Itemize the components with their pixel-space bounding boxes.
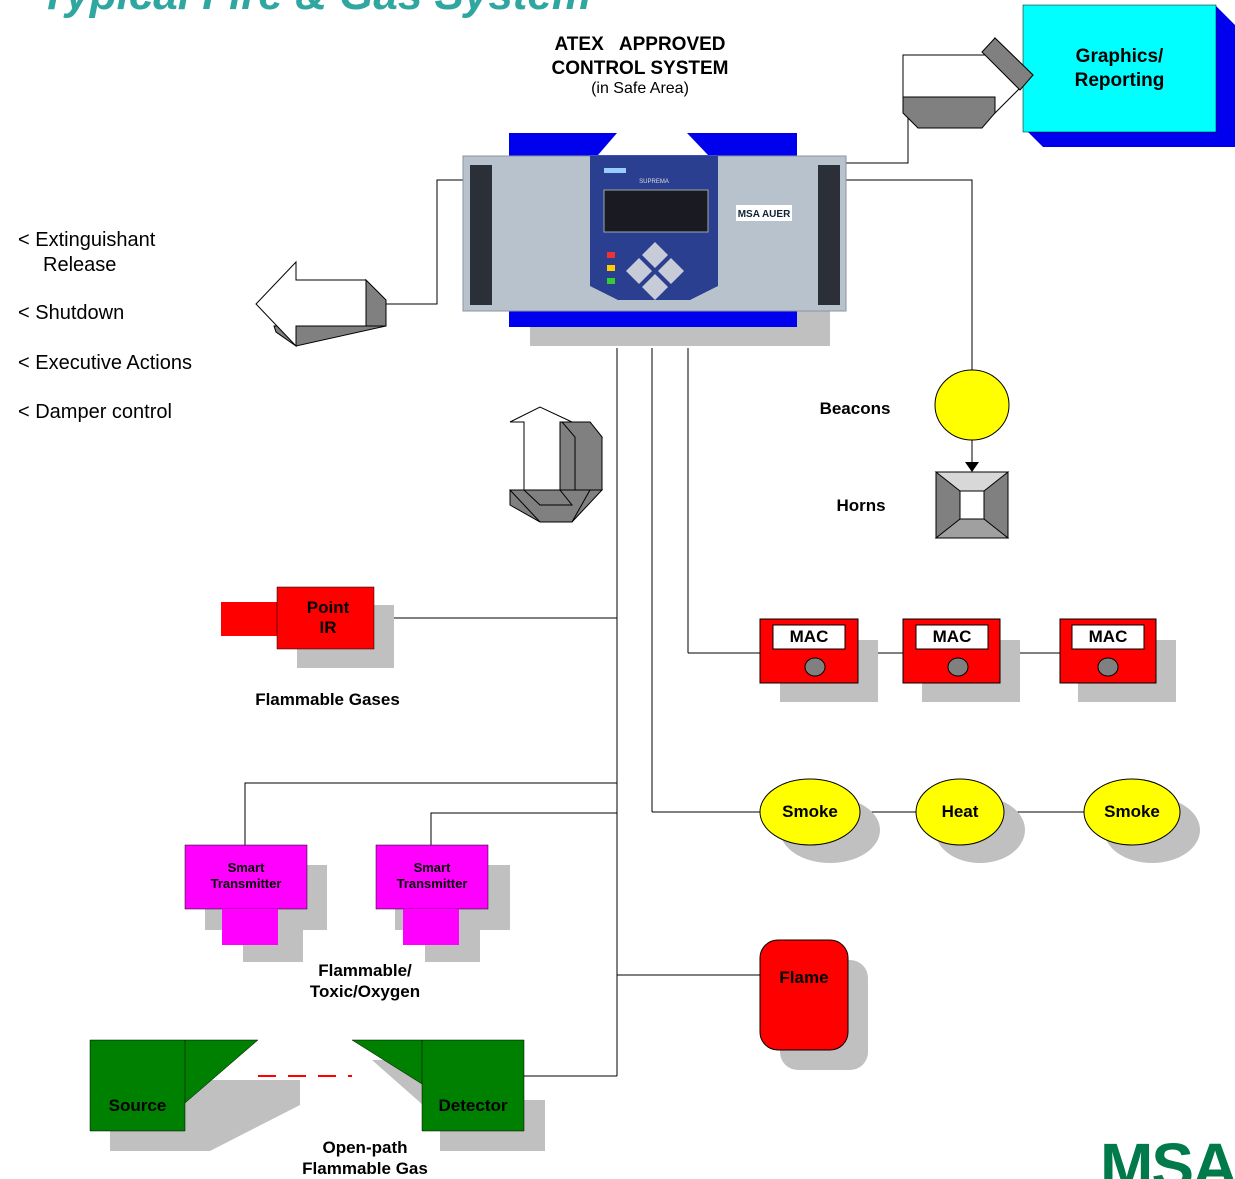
graphics-label-line1: Graphics/ (1075, 46, 1164, 67)
smart-transmitter-1-line1: Smart (227, 860, 265, 875)
line-to-graphics (846, 102, 909, 164)
point-ir-caption: Flammable Gases (255, 690, 400, 709)
point-ir-label: Point IR (277, 594, 379, 642)
arrowhead-icon (965, 462, 979, 472)
open-path-caption-line1: Open-path (322, 1138, 408, 1157)
beacons-label: Beacons (819, 399, 891, 418)
msa-logo: MSA (1094, 1128, 1235, 1179)
key-up-icon (642, 242, 668, 268)
controller-brand-text: SUPREMA (639, 179, 669, 185)
action-executive: < Executive Actions (18, 352, 192, 374)
smoke-heat-detectors (759, 778, 1200, 863)
line-to-actions (386, 179, 463, 305)
controller-logo-plate (736, 205, 792, 221)
controller-led-yellow (607, 265, 615, 271)
controller-rack-left (470, 165, 492, 305)
controller-display (603, 189, 709, 233)
smoke-label-1: Smoke (782, 802, 838, 821)
smart-transmitter-2-line1: Smart (413, 860, 451, 875)
open-path-detector (89, 1039, 545, 1151)
beacon-icon (934, 369, 1010, 441)
controller-subtitle: (in Safe Area) (591, 80, 689, 97)
open-path-caption-line2: Flammable Gas (302, 1159, 428, 1178)
point-ir-detector (221, 586, 394, 668)
smart-transmitters (184, 844, 510, 962)
controller-led-green (607, 278, 615, 284)
smart-transmitter-1-line2: Transmitter (210, 876, 282, 891)
key-left-icon (626, 258, 652, 284)
action-shutdown: < Shutdown (18, 302, 125, 324)
controller-title-line1: ATEX APPROVED (554, 34, 726, 55)
action-extinguishant-line2: Release (43, 254, 117, 276)
control-system-panel: MSA AUER SUPREMA (462, 133, 847, 346)
smart-transmitter-label-1: Smart Transmitter (185, 858, 307, 894)
key-down-icon (642, 274, 668, 300)
mac-label-3: MAC (1088, 627, 1128, 646)
detector-label: Detector (438, 1096, 508, 1115)
point-ir-label-line1: Point (306, 598, 350, 617)
controller-title-line2: CONTROL SYSTEM (551, 58, 729, 79)
horns-label: Horns (836, 496, 886, 515)
smart-caption-line2: Toxic/Oxygen (309, 982, 421, 1001)
mac-label-2: MAC (932, 627, 972, 646)
controller-led-strip (604, 168, 626, 173)
double-arrow-icon (508, 406, 604, 523)
action-extinguishant-line1: < Extinguishant (18, 229, 156, 251)
controller-logo-text: MSA AUER (738, 209, 791, 220)
key-right-icon (658, 258, 684, 284)
source-label: Source (108, 1096, 167, 1115)
graphics-reporting-box (1022, 4, 1235, 147)
smart-caption-line1: Flammable/ (318, 961, 412, 980)
smoke-label-2: Smoke (1104, 802, 1160, 821)
action-extinguishant: < Extinguishant Release (18, 228, 155, 278)
controller-handle-top (598, 133, 708, 155)
smart-transmitter-label-2: Smart Transmitter (376, 858, 488, 894)
mac-call-points (759, 618, 1176, 702)
point-ir-label-line2: IR (319, 618, 337, 637)
flame-label: Flame (779, 968, 829, 987)
flame-detector (759, 939, 868, 1070)
line-smart2 (430, 812, 617, 845)
arrow-left-icon (255, 260, 387, 348)
action-damper: < Damper control (18, 401, 172, 423)
controller-bottom-bar (509, 310, 797, 327)
page-title: Typical Fire & Gas System (40, 0, 591, 20)
smart-transmitter-2-line2: Transmitter (396, 876, 468, 891)
mac-label-1: MAC (789, 627, 829, 646)
heat-label: Heat (941, 802, 979, 821)
controller-led-red (607, 252, 615, 258)
open-path-caption: Open-path Flammable Gas (260, 1137, 470, 1179)
horn-icon (934, 471, 1010, 539)
smart-caption: Flammable/ Toxic/Oxygen (270, 960, 460, 1002)
line-smart1 (244, 782, 617, 845)
controller-title: ATEX APPROVED CONTROL SYSTEM (490, 33, 790, 81)
arrow-right-icon (902, 36, 1034, 129)
msa-logo-text: MSA (1100, 1130, 1235, 1179)
line-to-beacon (846, 179, 973, 372)
graphics-label-line2: Reporting (1074, 70, 1165, 91)
graphics-label: Graphics/ Reporting (1023, 40, 1216, 98)
controller-rack-right (818, 165, 840, 305)
